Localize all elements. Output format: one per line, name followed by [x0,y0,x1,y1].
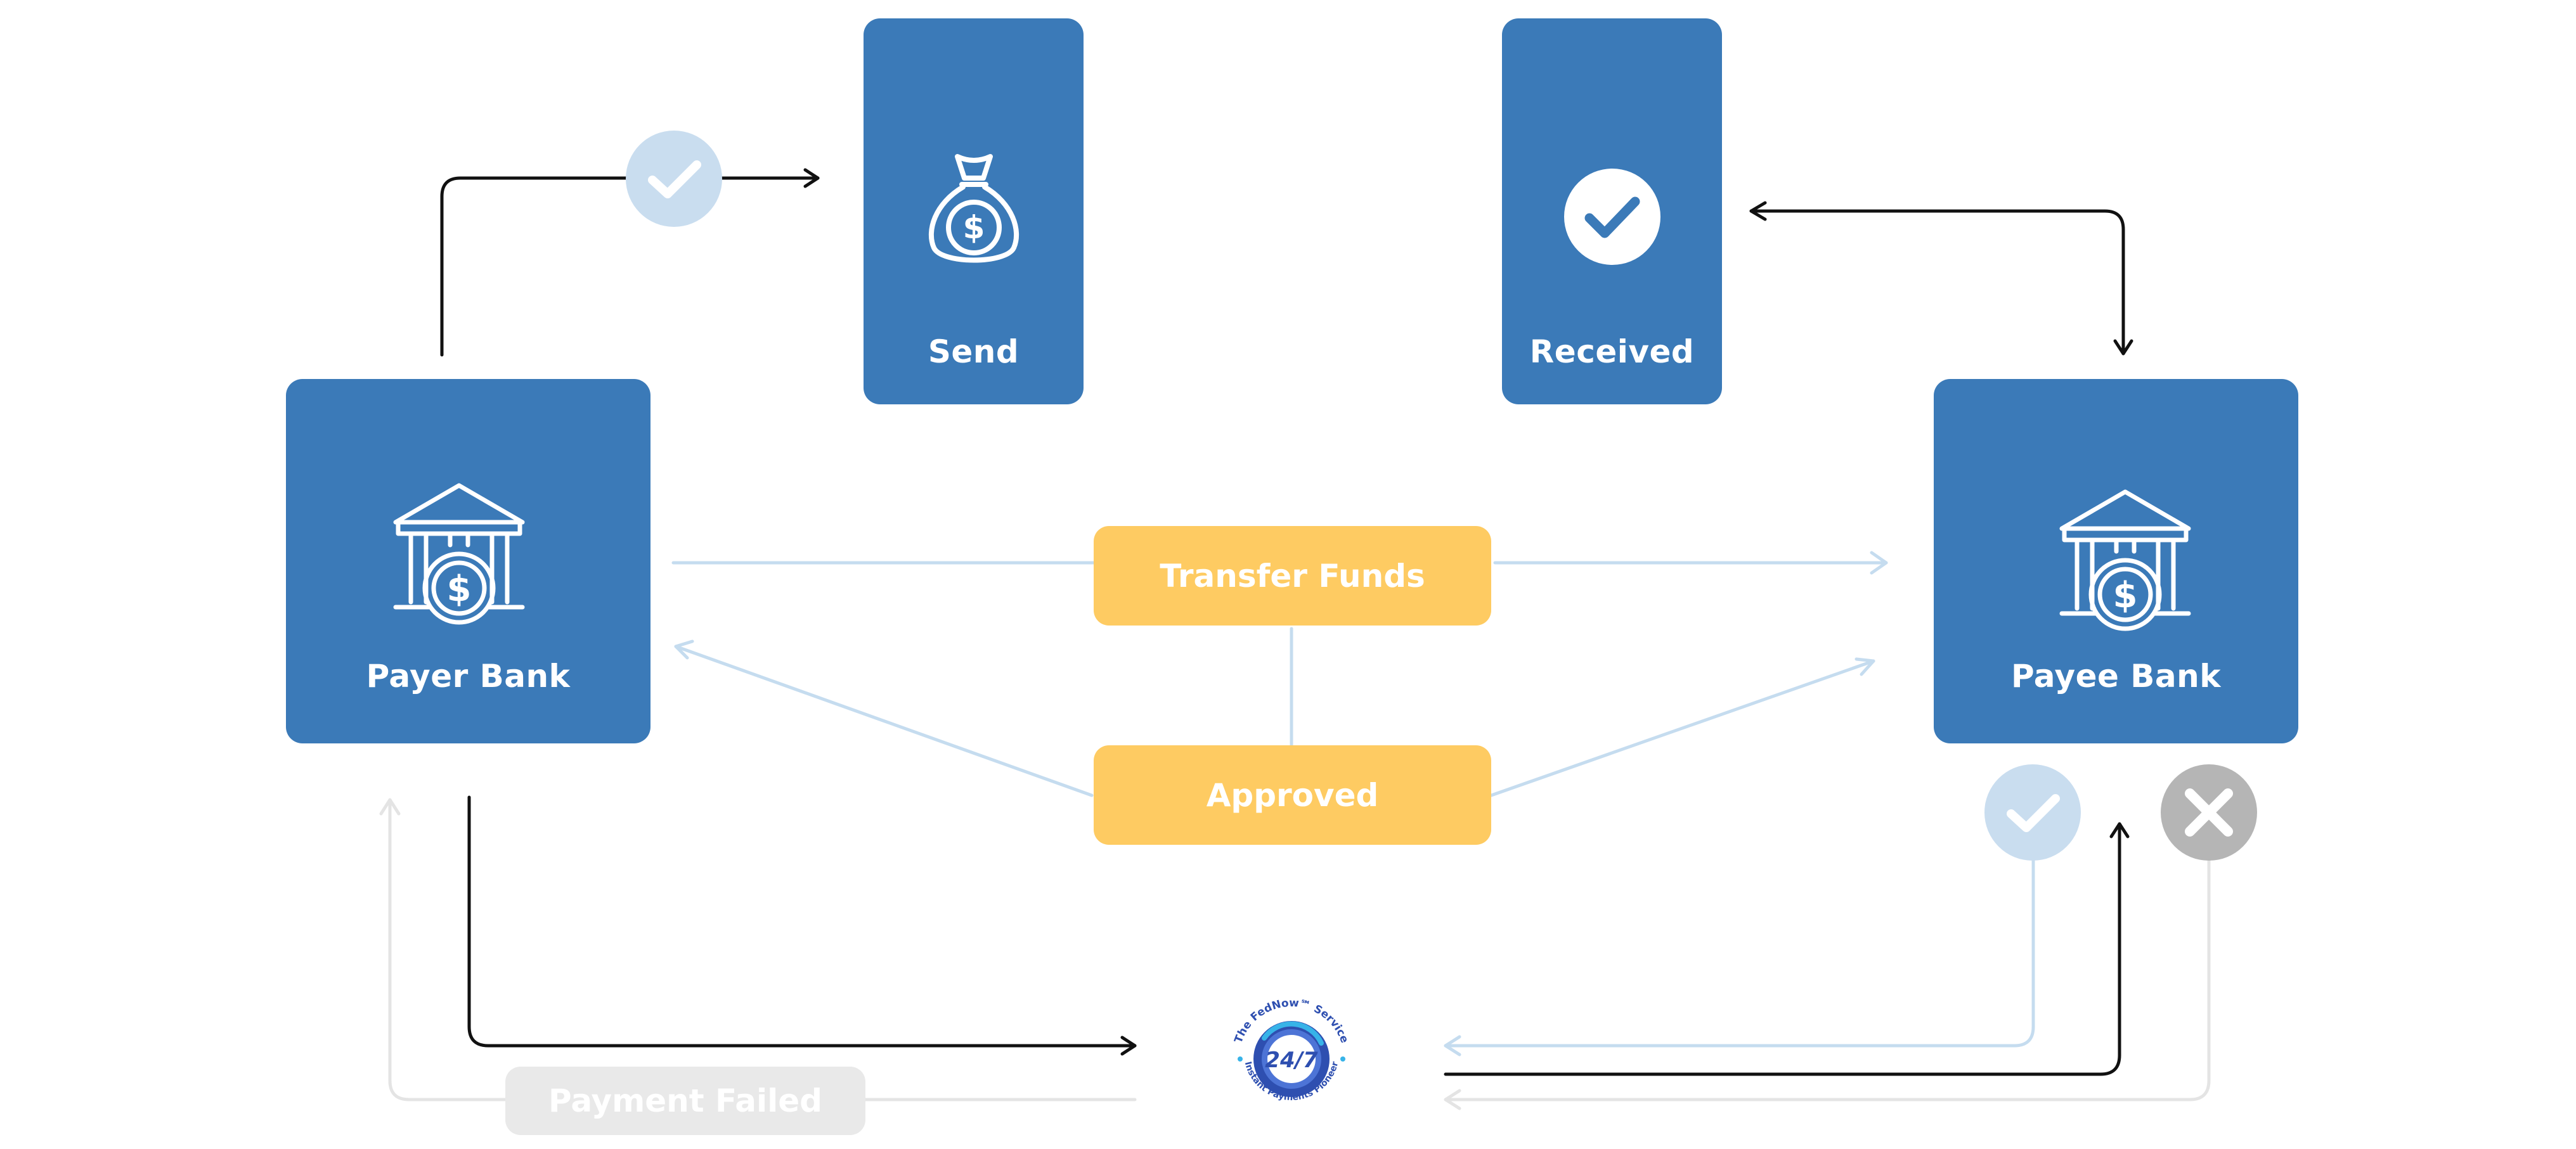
main-flow-arrows [440,168,2133,1076]
received-box: Received [1502,18,1722,404]
svg-text:$: $ [963,209,985,246]
received-label: Received [1529,333,1695,370]
check-badge-icon [1984,764,2081,861]
money-bag-icon: $ [922,145,1025,272]
check-circle-icon [1564,169,1660,265]
failure-path [379,798,2211,1110]
check-badge-icon [626,131,722,227]
bank-dollar-icon: $ [391,480,527,626]
payee-bank-box: $ Payee Bank [1934,379,2298,743]
fednow-logo: 24/7 The FedNow℠ Service Instant Payment… [1226,994,1357,1124]
svg-text:$: $ [2113,575,2138,616]
fednow-center-text: 24/7 [1265,1048,1318,1073]
approved-pill: Approved [1094,745,1491,845]
send-box: $ Send [864,18,1084,404]
transfer-funds-pill: Transfer Funds [1094,526,1491,626]
payer-bank-label: Payer Bank [366,658,571,695]
cross-badge-icon [2161,764,2257,861]
svg-text:$: $ [447,568,472,610]
payer-bank-box: $ Payer Bank [286,379,650,743]
payment-failed-pill: Payment Failed [505,1067,865,1135]
bank-dollar-icon: $ [2057,487,2194,632]
payee-bank-label: Payee Bank [2010,658,2222,695]
transfer-arrows [671,551,2035,1056]
send-label: Send [928,333,1019,370]
